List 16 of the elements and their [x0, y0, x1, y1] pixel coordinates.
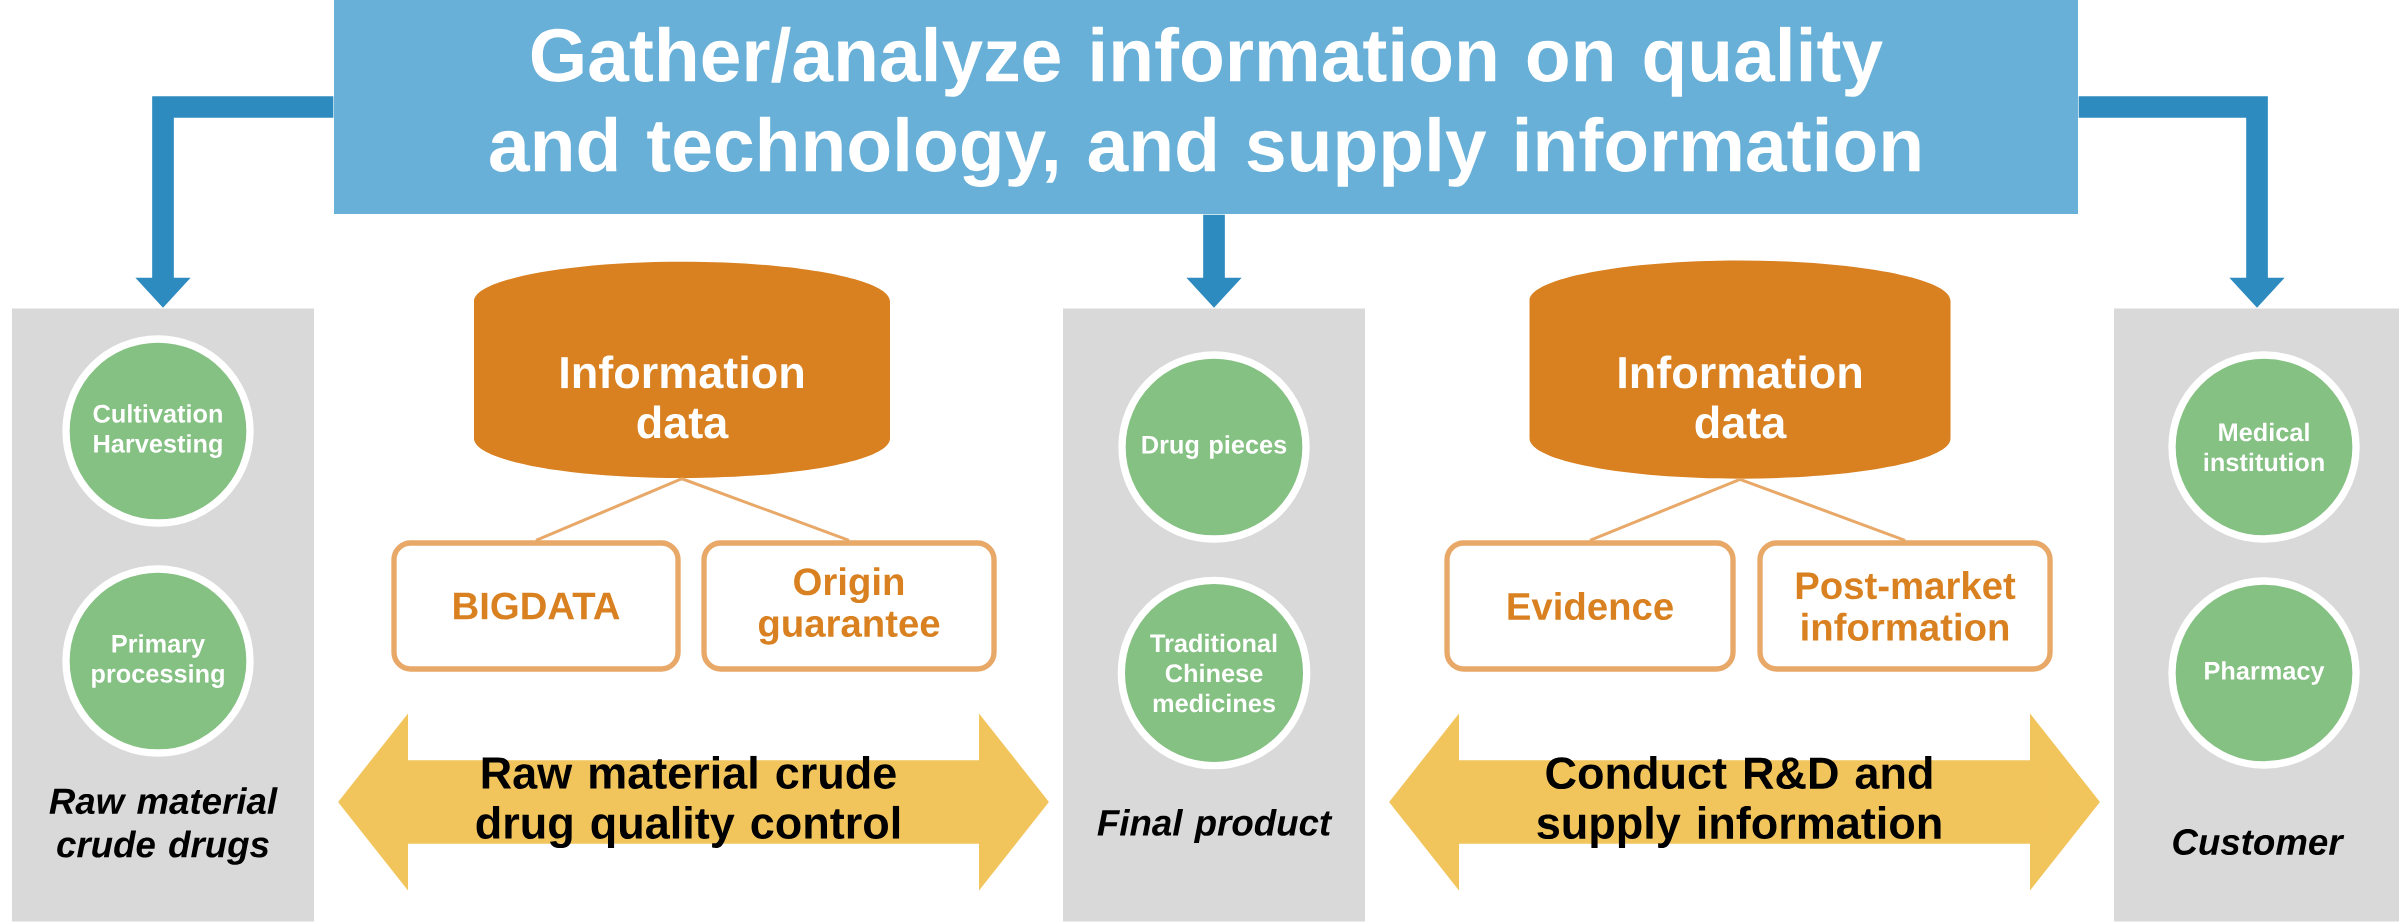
connector-line [535, 477, 683, 542]
column-caption: Customer [2173, 829, 2345, 855]
connector-line [681, 477, 850, 542]
column-caption: Final product [1097, 808, 1333, 844]
database-cylinder: Information data [474, 261, 890, 479]
arrow-label: Conduct R&D and supply information [1537, 756, 1941, 848]
title-banner: Gather/analyze information on quality and technology, and supply information [334, 0, 2078, 214]
connector-line [1589, 477, 1741, 542]
arrow-label: Raw material crude drug quality control [476, 755, 900, 849]
column-caption: Raw material crude drugs [49, 787, 278, 865]
connector-line [1739, 477, 1906, 542]
data-box: Origin guarantee [701, 540, 997, 672]
data-box: Post-market information [1757, 540, 2053, 672]
data-box: BIGDATA [391, 540, 681, 672]
database-cylinder: Information data [1529, 260, 1951, 479]
data-box: Evidence [1444, 540, 1736, 672]
